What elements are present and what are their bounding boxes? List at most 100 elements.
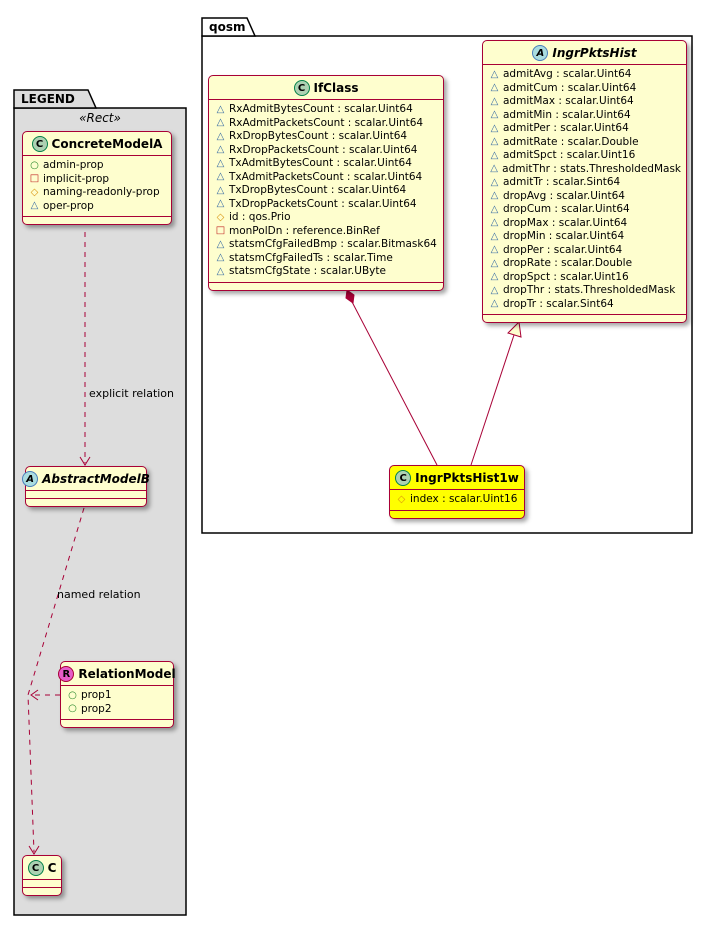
attribute-text: prop2	[81, 702, 112, 715]
class-concrete-model-a: C ConcreteModelA admin-prop implicit-pro…	[22, 131, 172, 225]
visibility-icon	[215, 118, 226, 128]
attribute-row: id : qos.Prio	[215, 211, 438, 225]
class-header: A AbstractModelB	[22, 467, 150, 491]
attribute-text: TxDropBytesCount : scalar.Uint64	[229, 184, 407, 196]
attribute-row: statsmCfgFailedBmp : scalar.Bitmask64	[215, 238, 438, 252]
attribute-row: dropTr : scalar.Sint64	[489, 298, 681, 312]
attribute-text: admitPer : scalar.Uint64	[503, 122, 629, 134]
attribute-row: dropAvg : scalar.Uint64	[489, 190, 681, 204]
methods-compartment	[209, 281, 443, 290]
attribute-text: oper-prop	[43, 199, 94, 212]
class-header: C IngrPktsHist1w	[390, 466, 524, 490]
attribute-row: admitCum : scalar.Uint64	[489, 82, 681, 96]
attribute-text: RxAdmitPacketsCount : scalar.Uint64	[229, 116, 424, 129]
visibility-icon	[489, 245, 500, 255]
class-spot-icon: C	[395, 470, 412, 486]
attribute-row: admitPer : scalar.Uint64	[489, 122, 681, 136]
methods-compartment	[483, 314, 686, 322]
methods-compartment	[390, 509, 524, 518]
arrowhead	[79, 456, 91, 466]
attribute-text: dropTr : scalar.Sint64	[503, 297, 614, 310]
visibility-icon	[29, 174, 40, 184]
attribute-row: TxDropPacketsCount : scalar.Uint64	[215, 198, 438, 212]
explicit-relation-edge	[79, 232, 91, 466]
attribute-row: statsmCfgFailedTs : scalar.Time	[215, 252, 438, 266]
generalization-edge	[470, 320, 522, 466]
visibility-icon	[489, 137, 500, 147]
methods-compartment	[61, 719, 173, 727]
attribute-row: admitRate : scalar.Double	[489, 136, 681, 150]
attribute-list: prop1 prop2	[61, 686, 173, 719]
class-header: C C	[23, 856, 61, 880]
relation-spot-icon: R	[58, 666, 75, 682]
visibility-icon	[489, 299, 500, 309]
attribute-text: id : qos.Prio	[229, 211, 291, 223]
attribute-row: RxAdmitBytesCount : scalar.Uint64	[215, 103, 438, 117]
attribute-text: statsmCfgState : scalar.UByte	[229, 265, 386, 277]
attribute-text: dropMax : scalar.Uint64	[503, 216, 628, 229]
named-relation-label: named relation	[57, 588, 141, 601]
class-spot-icon: C	[31, 136, 48, 152]
attribute-row: implicit-prop	[29, 173, 166, 187]
attribute-text: admitThr : stats.ThresholdedMask	[502, 162, 681, 175]
visibility-icon	[489, 97, 500, 107]
attribute-row: RxAdmitPacketsCount : scalar.Uint64	[215, 117, 438, 131]
explicit-relation-label: explicit relation	[89, 387, 175, 400]
class-header: A IngrPktsHist	[483, 41, 686, 65]
class-name: ConcreteModelA	[51, 137, 163, 151]
attribute-row: admitTr : scalar.Sint64	[489, 176, 681, 190]
visibility-icon	[29, 201, 40, 211]
abstract-spot-icon: A	[22, 471, 39, 487]
attribute-text: TxDropPacketsCount : scalar.Uint64	[229, 197, 417, 210]
attribute-row: monPolDn : reference.BinRef	[215, 225, 438, 239]
attribute-row: dropThr : stats.ThresholdedMask	[489, 284, 681, 298]
attribute-text: admitMax : scalar.Uint64	[503, 95, 634, 107]
attribute-row: statsmCfgState : scalar.UByte	[215, 265, 438, 279]
qosm-package-title: qosm	[209, 20, 246, 34]
attribute-row: admitSpct : scalar.Uint16	[489, 149, 681, 163]
class-spot-icon: C	[293, 80, 310, 96]
attribute-row: dropCum : scalar.Uint64	[489, 203, 681, 217]
fields-compartment	[26, 491, 146, 498]
legend-package-shape	[13, 89, 187, 916]
visibility-icon	[489, 124, 500, 134]
visibility-icon	[489, 83, 500, 93]
visibility-icon	[67, 704, 78, 714]
class-c: C C	[22, 855, 62, 896]
class-ingr-pkts-hist: A IngrPktsHist admitAvg : scalar.Uint64 …	[482, 40, 687, 323]
legend-package-title: LEGEND	[21, 92, 75, 106]
attribute-text: admitCum : scalar.Uint64	[503, 81, 637, 94]
attribute-text: dropPer : scalar.Uint64	[503, 243, 623, 256]
visibility-icon	[215, 172, 226, 182]
attribute-text: RxAdmitBytesCount : scalar.Uint64	[229, 103, 413, 115]
methods-compartment	[23, 887, 61, 895]
fields-compartment	[23, 880, 61, 887]
attribute-text: dropMin : scalar.Uint64	[503, 230, 625, 242]
visibility-icon	[215, 226, 226, 236]
class-if-class: C IfClass RxAdmitBytesCount : scalar.Uin…	[208, 75, 444, 291]
class-name: IfClass	[313, 81, 359, 95]
arrowhead	[30, 689, 39, 701]
visibility-icon	[489, 70, 500, 80]
visibility-icon	[215, 267, 226, 277]
visibility-icon	[215, 199, 226, 209]
class-name: IngrPktsHist	[552, 46, 637, 60]
attribute-row: dropRate : scalar.Double	[489, 257, 681, 271]
class-name: C	[47, 861, 57, 875]
attribute-text: statsmCfgFailedTs : scalar.Time	[229, 251, 393, 264]
visibility-icon	[489, 259, 500, 269]
attribute-text: admitTr : scalar.Sint64	[503, 176, 621, 188]
visibility-icon	[396, 495, 407, 505]
visibility-icon	[215, 132, 226, 142]
attribute-text: dropSpct : scalar.Uint16	[503, 270, 629, 283]
visibility-icon	[215, 105, 226, 115]
attribute-text: admitRate : scalar.Double	[503, 135, 639, 148]
relation-attachment-edge	[30, 689, 60, 701]
visibility-icon	[29, 161, 40, 171]
attribute-text: admitMin : scalar.Uint64	[503, 108, 631, 121]
visibility-icon	[215, 253, 226, 263]
visibility-icon	[489, 232, 500, 242]
attribute-list: RxAdmitBytesCount : scalar.Uint64 RxAdmi…	[209, 100, 443, 282]
visibility-icon	[215, 186, 226, 196]
